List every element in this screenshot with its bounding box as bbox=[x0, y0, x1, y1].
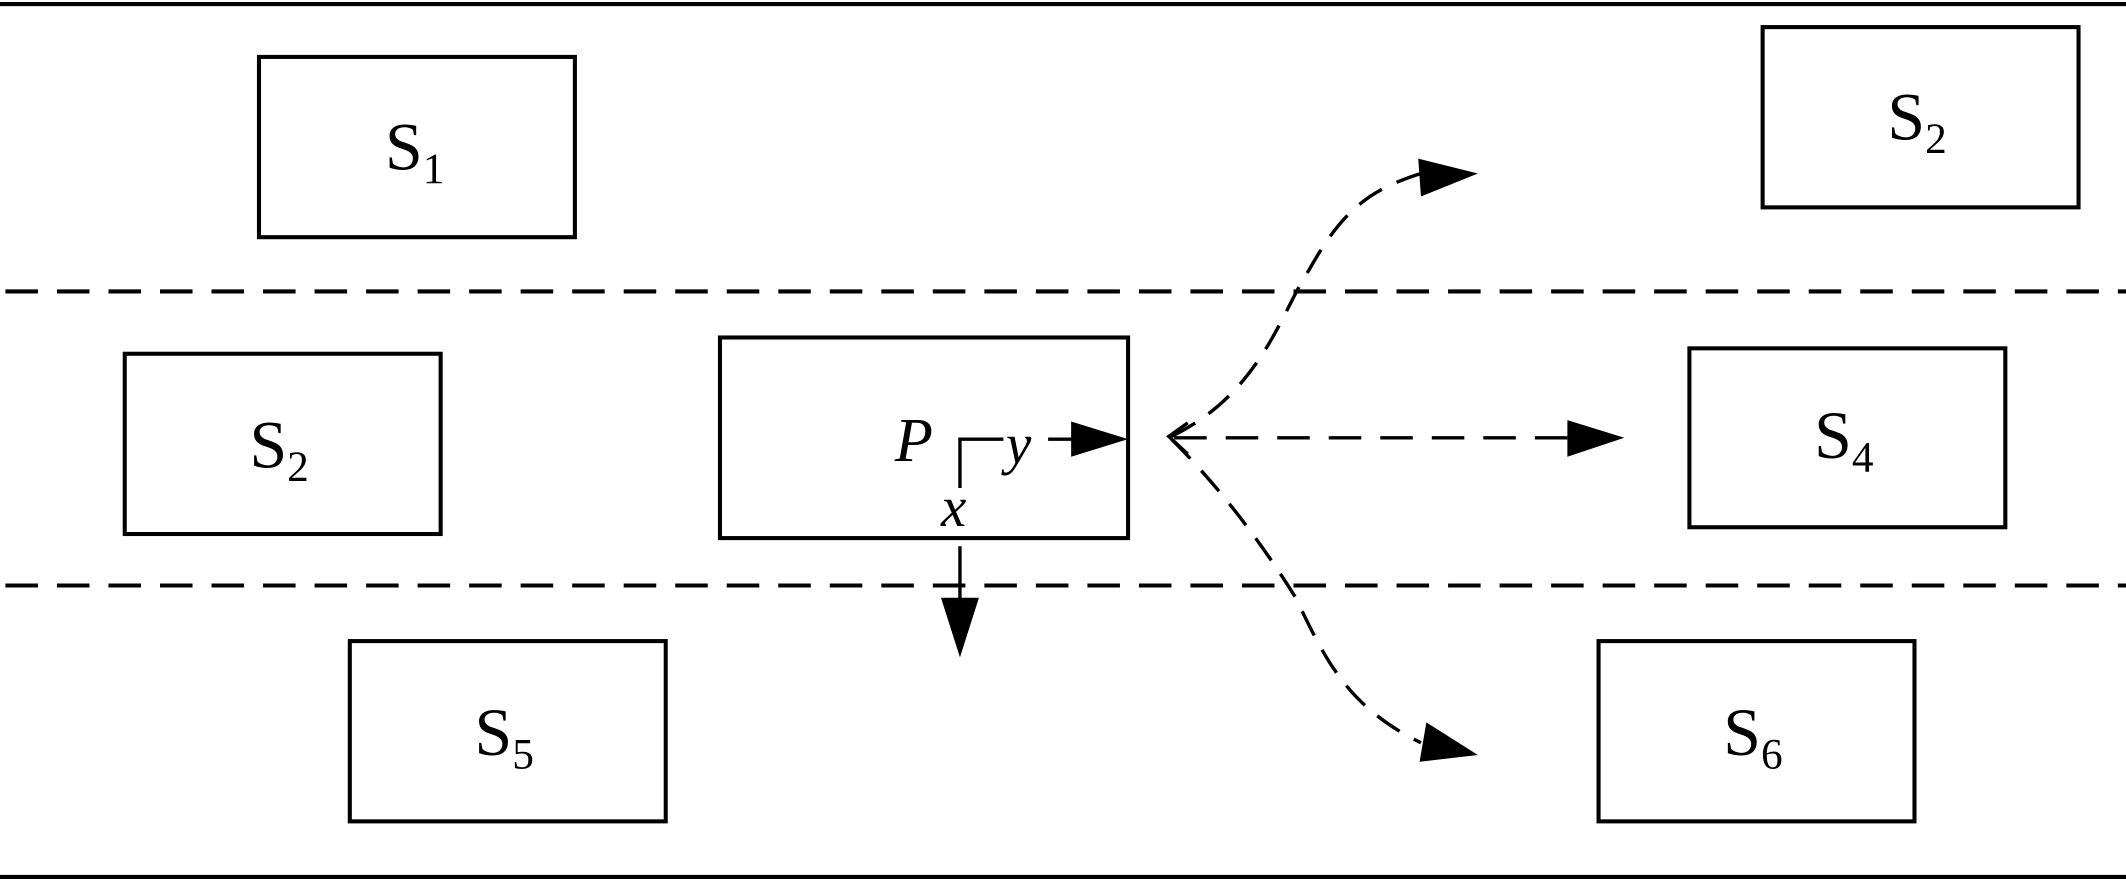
vehicle-s2-top bbox=[1760, 25, 2081, 210]
label-x-axis: x bbox=[940, 476, 966, 539]
coordinate-corner bbox=[958, 437, 1004, 488]
label-s6: S6 bbox=[1723, 695, 1782, 779]
label-s2-mid: S2 bbox=[249, 408, 308, 492]
label-ego-p: P bbox=[894, 406, 933, 475]
vehicle-s6 bbox=[1596, 639, 1917, 824]
vehicle-s1 bbox=[256, 54, 577, 240]
arrow-head-keep-lane bbox=[1567, 420, 1625, 457]
arrow-head-right-change bbox=[1419, 722, 1478, 762]
trajectory-left-lane-change bbox=[1170, 171, 1422, 438]
label-s4: S4 bbox=[1814, 398, 1874, 482]
label-y-axis: y bbox=[1001, 414, 1032, 477]
vehicle-s2-mid bbox=[122, 351, 443, 537]
y-arrow-head bbox=[1071, 421, 1129, 457]
label-s1: S1 bbox=[385, 109, 444, 193]
trajectory-origin-chevron bbox=[1166, 421, 1189, 456]
arrow-head-left-change bbox=[1418, 158, 1478, 197]
vehicle-s5 bbox=[347, 639, 668, 824]
label-s5: S5 bbox=[475, 695, 534, 779]
label-s2-top: S2 bbox=[1887, 80, 1946, 164]
trajectory-right-lane-change bbox=[1170, 437, 1422, 745]
ego-vehicle-p bbox=[717, 335, 1131, 541]
vehicle-s4 bbox=[1687, 346, 2008, 530]
x-arrow-head bbox=[940, 597, 979, 658]
